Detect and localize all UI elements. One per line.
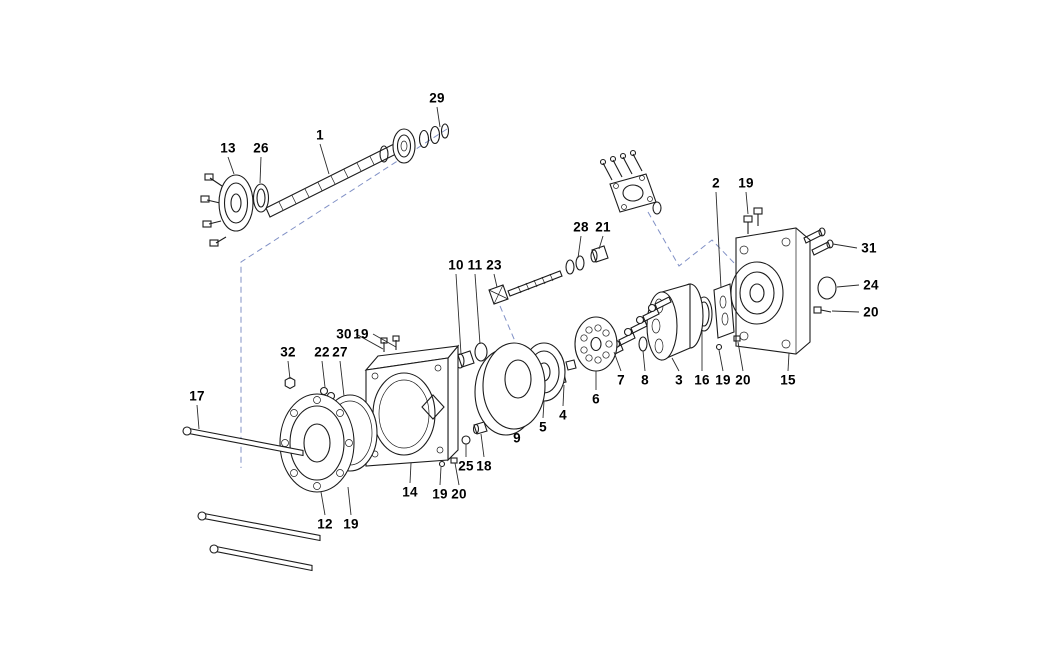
part-callout-19: 19 [343, 516, 359, 532]
part-callout-11: 11 [467, 257, 483, 273]
washer-plate-part-5 [522, 342, 566, 402]
servo-piston-parts [455, 342, 488, 369]
part-callout-25: 25 [458, 458, 474, 474]
part-callout-22: 22 [314, 344, 330, 360]
pump-housing-part-14 [364, 335, 460, 468]
part-callout-19: 19 [353, 326, 369, 342]
bearing-ring-part-16 [695, 296, 713, 332]
valve-plate-part-2 [713, 283, 741, 351]
part-callout-4: 4 [559, 407, 567, 423]
part-callout-31: 31 [861, 240, 877, 256]
pistons-part-7 [599, 296, 672, 361]
part-callout-20: 20 [735, 372, 751, 388]
screws-part-31 [803, 227, 834, 256]
drive-shaft-assembly [200, 123, 450, 247]
part-callout-19: 19 [432, 486, 448, 502]
part-callout-7: 7 [617, 372, 625, 388]
part-callout-24: 24 [863, 277, 879, 293]
end-cover-part-15 [730, 207, 837, 355]
part-callout-19: 19 [715, 372, 731, 388]
o-rings-part-29 [418, 123, 450, 149]
part-callout-17: 17 [189, 388, 205, 404]
housing-top-bolts [380, 335, 400, 352]
part-callout-9: 9 [513, 430, 521, 446]
pin-ball-parts-25-18 [461, 421, 488, 445]
mounting-flange-part-13 [200, 173, 254, 247]
part-callout-8: 8 [641, 372, 649, 388]
part-callout-21: 21 [595, 219, 611, 235]
part-callout-20: 20 [863, 304, 879, 320]
end-cover-stud-bolts [743, 207, 763, 234]
bearing [392, 128, 416, 164]
gasket-part-27 [322, 394, 378, 472]
retainer-plate-part-6 [574, 316, 618, 372]
part-callout-6: 6 [592, 391, 600, 407]
part-callout-15: 15 [780, 372, 796, 388]
front-flange-part-12 [279, 393, 355, 493]
part-callout-10: 10 [448, 257, 464, 273]
screw-part-20 [813, 306, 832, 314]
sleeve-part-21 [591, 245, 609, 263]
part-callout-26: 26 [253, 140, 269, 156]
swash-plate-part-9 [474, 342, 546, 436]
part-callout-1: 1 [316, 127, 324, 143]
part-callout-13: 13 [220, 140, 236, 156]
part-callout-32: 32 [280, 344, 296, 360]
part-callout-29: 29 [429, 90, 445, 106]
construction-lines [240, 128, 738, 468]
part-callout-12: 12 [317, 516, 333, 532]
part-callout-18: 18 [476, 458, 492, 474]
part-callout-14: 14 [402, 484, 418, 500]
part-callout-23: 23 [486, 257, 502, 273]
part-callout-2: 2 [712, 175, 720, 191]
part-callout-19: 19 [738, 175, 754, 191]
washer-part-8 [638, 336, 648, 352]
part-callout-27: 27 [332, 344, 348, 360]
washers-part-28 [565, 259, 575, 275]
part-callout-28: 28 [573, 219, 589, 235]
part-callout-20: 20 [451, 486, 467, 502]
part-callout-16: 16 [694, 372, 710, 388]
cylinder-block-part-3 [646, 283, 704, 361]
nut-part-32 [284, 376, 296, 390]
plug-part-24 [817, 276, 837, 300]
control-rod-assembly [488, 245, 609, 305]
long-bolts-part-17 [182, 426, 321, 572]
part-callout-30: 30 [336, 326, 352, 342]
port-flange-assembly [599, 149, 662, 215]
drive-shaft-part-1 [265, 142, 401, 218]
shaft-seal-part-26 [252, 183, 270, 213]
washers-part-22 [319, 386, 336, 401]
part-callout-5: 5 [539, 419, 547, 435]
part-callout-3: 3 [675, 372, 683, 388]
ball-guides-part-4 [555, 359, 577, 385]
